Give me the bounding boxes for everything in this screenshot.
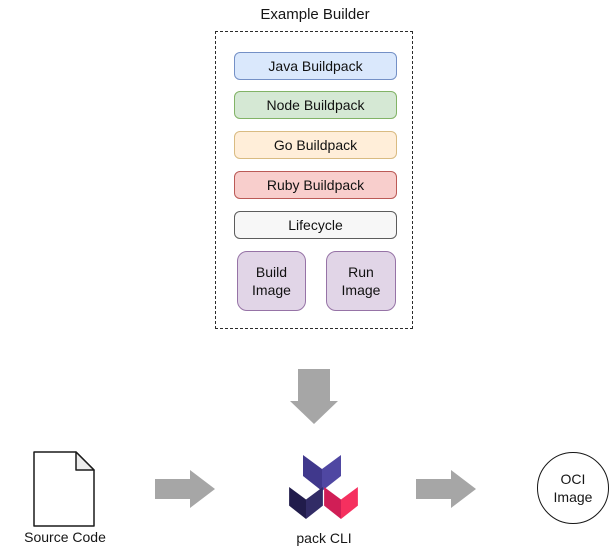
logo-chevron-top bbox=[303, 455, 341, 491]
oci-image-label-line2: Image bbox=[553, 489, 593, 505]
source-code-document-icon bbox=[33, 451, 95, 527]
pack-cli-label: pack CLI bbox=[296, 530, 352, 546]
logo-chevron-bottom-left bbox=[289, 487, 323, 519]
logo-chevron-bottom-right bbox=[324, 487, 358, 519]
buildpack-java-label: Java Buildpack bbox=[268, 58, 363, 74]
arrow-right-icon-2 bbox=[416, 470, 476, 508]
build-image-box: Build Image bbox=[237, 251, 306, 311]
buildpacks-logo-icon bbox=[289, 455, 359, 520]
builder-title: Example Builder bbox=[260, 6, 370, 23]
buildpack-ruby-label: Ruby Buildpack bbox=[266, 177, 365, 193]
buildpack-node-label: Node Buildpack bbox=[266, 97, 365, 113]
build-image-label-line2: Image bbox=[252, 282, 291, 298]
buildpack-go: Go Buildpack bbox=[234, 131, 397, 159]
buildpack-ruby: Ruby Buildpack bbox=[234, 171, 397, 199]
lifecycle-label: Lifecycle bbox=[288, 217, 343, 233]
arrow-down-icon bbox=[290, 369, 338, 424]
run-image-box: Run Image bbox=[326, 251, 396, 311]
run-image-label-line1: Run bbox=[348, 264, 374, 280]
arrow-right-icon-1 bbox=[155, 470, 215, 508]
oci-image-circle: OCI Image bbox=[537, 452, 609, 524]
buildpack-java: Java Buildpack bbox=[234, 52, 397, 80]
builder-dashed-box: Java Buildpack Node Buildpack Go Buildpa… bbox=[215, 31, 413, 329]
lifecycle-box: Lifecycle bbox=[234, 211, 397, 239]
source-code-label: Source Code bbox=[24, 529, 106, 545]
build-image-label-line1: Build bbox=[255, 264, 288, 280]
buildpack-go-label: Go Buildpack bbox=[273, 137, 358, 153]
buildpack-node: Node Buildpack bbox=[234, 91, 397, 119]
run-image-label-line2: Image bbox=[341, 282, 381, 298]
oci-image-label-line1: OCI bbox=[560, 471, 586, 487]
